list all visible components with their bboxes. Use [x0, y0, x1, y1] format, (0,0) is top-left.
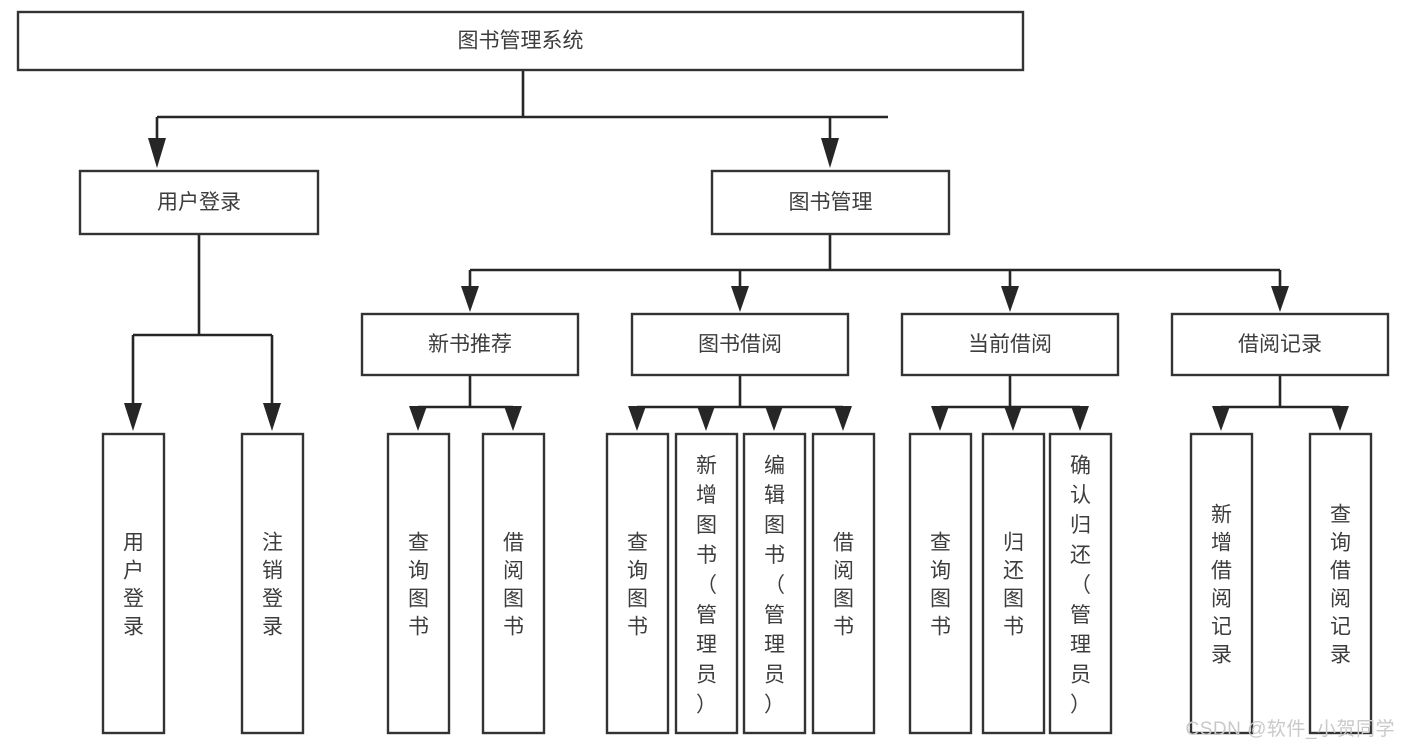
- node-level3-2-label: 当前借阅: [968, 333, 1052, 356]
- arrowhead-borrow-to-leaf4: [834, 406, 852, 431]
- node-level2-0-label: 用户登录: [157, 191, 241, 214]
- arrowhead-newbook-to-leaf2: [504, 406, 522, 431]
- node-leaf-7-box[interactable]: [811, 432, 876, 735]
- node-leaf-2-label: 查询图书: [408, 531, 429, 638]
- arrowhead-login-to-leaf1: [124, 403, 142, 431]
- arrowhead-record-to-leaf2: [1331, 406, 1349, 431]
- node-level3-1[interactable]: 图书借阅: [630, 312, 850, 377]
- node-leaf-12-box[interactable]: [1308, 432, 1373, 735]
- arrowhead-bookmgmt-to-record: [1271, 286, 1289, 312]
- node-leaf-0-label: 用户登录: [123, 531, 144, 638]
- node-leaf-6-box[interactable]: [742, 432, 807, 735]
- connector-layer: [124, 70, 1349, 431]
- node-leaf-5[interactable]: 新增图书（管理员）: [674, 432, 739, 735]
- arrowhead-root-to-bookmgmt: [821, 138, 839, 168]
- node-leaf-11-box[interactable]: [1189, 432, 1254, 735]
- node-level3-0-box[interactable]: [360, 312, 580, 377]
- node-leaf-4-label: 查询图书: [627, 531, 648, 638]
- node-leaf-5-box[interactable]: [674, 432, 739, 735]
- node-leaf-2-box[interactable]: [386, 432, 451, 735]
- node-level2-0-box[interactable]: [78, 169, 320, 236]
- node-leaf-12-label: 查询借阅记录: [1330, 503, 1351, 666]
- node-leaf-0[interactable]: 用户登录: [101, 432, 166, 735]
- node-leaf-6[interactable]: 编辑图书（管理员）: [742, 432, 807, 735]
- node-leaf-12[interactable]: 查询借阅记录: [1308, 432, 1373, 735]
- node-leaf-4[interactable]: 查询图书: [605, 432, 670, 735]
- node-leaf-4-box[interactable]: [605, 432, 670, 735]
- node-leaf-1-box[interactable]: [240, 432, 305, 735]
- node-root[interactable]: 图书管理系统: [16, 10, 1025, 72]
- node-leaf-5-label: 新增图书（管理员）: [696, 454, 717, 716]
- node-leaf-11-label: 新增借阅记录: [1211, 503, 1232, 666]
- arrowhead-login-to-leaf2: [263, 403, 281, 431]
- node-level3-0[interactable]: 新书推荐: [360, 312, 580, 377]
- node-level3-3[interactable]: 借阅记录: [1170, 312, 1390, 377]
- arrowhead-current-to-leaf3: [1071, 406, 1089, 431]
- node-level3-2[interactable]: 当前借阅: [900, 312, 1120, 377]
- node-leaf-10[interactable]: 确认归还（管理员）: [1048, 432, 1113, 735]
- node-level3-1-label: 图书借阅: [698, 333, 782, 356]
- csdn-watermark: CSDN @软件_小贺同学: [1185, 719, 1395, 740]
- node-leaf-3[interactable]: 借阅图书: [481, 432, 546, 735]
- node-root-box[interactable]: [16, 10, 1025, 72]
- node-level3-0-label: 新书推荐: [428, 333, 512, 356]
- arrowhead-current-to-leaf1: [931, 406, 949, 431]
- arrowhead-record-to-leaf1: [1212, 406, 1230, 431]
- node-leaf-2[interactable]: 查询图书: [386, 432, 451, 735]
- node-leaf-3-label: 借阅图书: [503, 531, 524, 638]
- arrowhead-current-to-leaf2: [1004, 406, 1022, 431]
- node-leaf-7-label: 借阅图书: [833, 531, 854, 638]
- node-root-label: 图书管理系统: [458, 30, 584, 53]
- arrowhead-bookmgmt-to-current: [1001, 286, 1019, 312]
- node-level2-1-label: 图书管理: [789, 191, 873, 214]
- node-leaf-7[interactable]: 借阅图书: [811, 432, 876, 735]
- node-leaf-8-box[interactable]: [908, 432, 973, 735]
- node-leaf-9[interactable]: 归还图书: [981, 432, 1046, 735]
- node-leaf-1-label: 注销登录: [262, 531, 283, 638]
- node-level3-1-box[interactable]: [630, 312, 850, 377]
- node-leaf-9-label: 归还图书: [1003, 531, 1024, 638]
- node-leaf-9-box[interactable]: [981, 432, 1046, 735]
- node-leaf-8[interactable]: 查询图书: [908, 432, 973, 735]
- node-leaf-1[interactable]: 注销登录: [240, 432, 305, 735]
- arrowhead-newbook-to-leaf1: [409, 406, 427, 431]
- node-level2-1[interactable]: 图书管理: [710, 169, 951, 236]
- arrowhead-borrow-to-leaf3: [765, 406, 783, 431]
- node-leaf-8-label: 查询图书: [930, 531, 951, 638]
- arrowhead-borrow-to-leaf1: [628, 406, 646, 431]
- arrowhead-root-to-login: [148, 138, 166, 168]
- node-layer: 图书管理系统用户登录图书管理新书推荐图书借阅当前借阅借阅记录用户登录注销登录查询…: [16, 10, 1390, 735]
- node-leaf-10-label: 确认归还（管理员）: [1070, 454, 1091, 716]
- node-leaf-3-box[interactable]: [481, 432, 546, 735]
- node-leaf-6-label: 编辑图书（管理员）: [764, 454, 785, 716]
- node-level3-2-box[interactable]: [900, 312, 1120, 377]
- node-level2-0[interactable]: 用户登录: [78, 169, 320, 236]
- node-leaf-10-box[interactable]: [1048, 432, 1113, 735]
- node-level3-3-label: 借阅记录: [1238, 333, 1322, 356]
- node-leaf-0-box[interactable]: [101, 432, 166, 735]
- node-leaf-11[interactable]: 新增借阅记录: [1189, 432, 1254, 735]
- arrowhead-borrow-to-leaf2: [697, 406, 715, 431]
- arrowhead-bookmgmt-to-borrow: [731, 286, 749, 312]
- node-level3-3-box[interactable]: [1170, 312, 1390, 377]
- arrowhead-bookmgmt-to-new: [461, 286, 479, 312]
- node-level2-1-box[interactable]: [710, 169, 951, 236]
